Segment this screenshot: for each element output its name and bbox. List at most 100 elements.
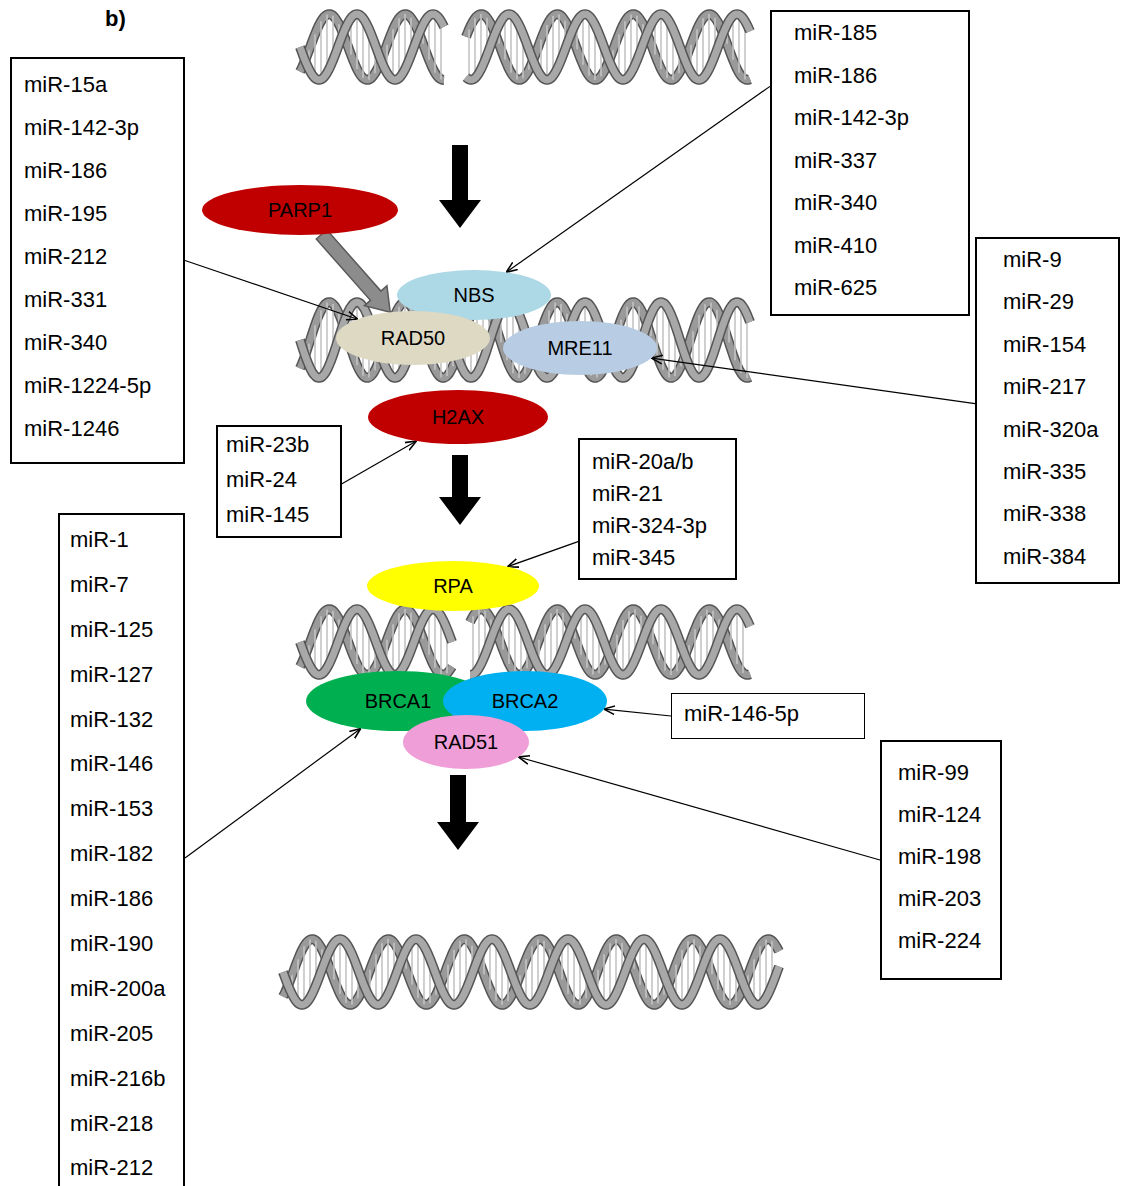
mirna-name: miR-1 — [70, 518, 129, 563]
dna-strand — [470, 609, 750, 675]
dna-base-pair — [736, 609, 738, 664]
mirna-name: miR-20a/b — [592, 446, 693, 478]
mirna-name: miR-145 — [226, 497, 309, 532]
dna-strand — [300, 14, 444, 80]
connectors — [185, 86, 975, 860]
mirna-name: miR-124 — [898, 794, 981, 836]
dna-base-pair — [434, 14, 436, 72]
ellipse-fill — [202, 185, 398, 235]
dna-base-pair — [746, 314, 748, 378]
mirna-name: miR-1246 — [24, 407, 119, 450]
protein-ellipse: MRE11 — [503, 321, 657, 375]
mirna-name: miR-153 — [70, 787, 153, 832]
mirna-name: miR-186 — [70, 877, 153, 922]
mirna-name: miR-146-5p — [684, 694, 799, 734]
ellipse-fill — [368, 390, 548, 444]
mirna-name: miR-410 — [794, 225, 877, 268]
mirna-list-box: miR-15amiR-142-3pmiR-186miR-195miR-212mi… — [10, 57, 185, 464]
mirna-name: miR-132 — [70, 698, 153, 743]
mirna-name: miR-338 — [1003, 493, 1086, 535]
mirna-list-box: miR-146-5p — [671, 693, 865, 739]
dna-strand — [470, 609, 750, 675]
dna-base-pair — [738, 14, 740, 72]
leader-arrow — [185, 261, 358, 320]
mirna-name: miR-190 — [70, 922, 153, 967]
mirna-name: miR-15a — [24, 63, 107, 106]
ellipse-fill — [367, 561, 539, 611]
mirna-name: miR-625 — [794, 267, 877, 310]
dna-base-pair — [586, 609, 588, 667]
dna-strand — [283, 939, 779, 1005]
dna-base-pair — [700, 616, 702, 674]
mirna-name: miR-320a — [1003, 409, 1098, 451]
dna-strand — [300, 14, 444, 80]
mirna-name: miR-331 — [24, 278, 107, 321]
dna-base-pair — [356, 609, 358, 664]
protein-ellipse: RPA — [367, 561, 539, 611]
flow-arrow — [437, 775, 479, 850]
protein-ellipse: RAD51 — [403, 715, 529, 769]
dna-base-pair — [510, 14, 512, 72]
mirna-name: miR-335 — [1003, 451, 1086, 493]
mirna-name: miR-217 — [1003, 366, 1086, 408]
mirna-name: miR-340 — [794, 182, 877, 225]
dna-base-pair — [645, 939, 647, 997]
dna-base-pair — [320, 21, 322, 79]
protein-name: MRE11 — [547, 336, 612, 360]
dna-base-pair — [303, 946, 305, 1004]
block-arrow — [316, 230, 390, 312]
protein-name: H2AX — [432, 405, 484, 429]
mirna-list-box: miR-185miR-186miR-142-3pmiR-337miR-340mi… — [770, 10, 970, 316]
dna-base-pair — [622, 620, 624, 675]
dna-strand — [300, 14, 444, 80]
mirna-name: miR-9 — [1003, 239, 1062, 281]
mirna-name: miR-99 — [898, 752, 969, 794]
dna-base-pair — [440, 21, 442, 80]
flow-arrow — [439, 145, 481, 228]
dna-base-pair — [624, 21, 626, 79]
dna-base-pair — [681, 950, 683, 1005]
leader-arrow — [518, 757, 880, 860]
dna-base-pair — [472, 616, 474, 674]
leader-arrow — [506, 86, 770, 272]
dna-strand — [300, 609, 452, 675]
dna-base-pair — [531, 946, 533, 1004]
mirna-name: miR-127 — [70, 653, 153, 698]
mirna-name: miR-195 — [24, 192, 107, 235]
mirna-name: miR-205 — [70, 1012, 153, 1057]
dna-strand — [283, 939, 779, 1005]
dna-base-pair — [698, 315, 700, 378]
protein-name: PARP1 — [268, 198, 332, 222]
flow-arrow — [439, 455, 481, 525]
mirna-name: miR-324-3p — [592, 510, 707, 542]
dna-base-pair — [696, 29, 698, 79]
dna-base-pair — [658, 609, 660, 659]
ellipse-fill — [403, 715, 529, 769]
dna-strand — [300, 14, 444, 80]
protein-name: BRCA2 — [492, 689, 559, 713]
mirna-name: miR-29 — [1003, 281, 1074, 323]
dna-strand — [283, 939, 779, 1005]
mirna-name: miR-23b — [226, 427, 309, 462]
mirna-name: miR-340 — [24, 321, 107, 364]
leader-arrow — [651, 358, 975, 404]
mirna-list-box: miR-23bmiR-24miR-145 — [216, 425, 342, 538]
dna-base-pair — [717, 939, 719, 989]
panel-label: b) — [105, 6, 126, 32]
mirna-name: miR-24 — [226, 462, 297, 497]
mirna-list-box: miR-1miR-7miR-125miR-127miR-132miR-146mi… — [58, 513, 185, 1186]
protein-ellipse: RAD50 — [336, 311, 490, 365]
mirna-name: miR-186 — [794, 55, 877, 98]
mirna-name: miR-212 — [70, 1146, 153, 1186]
dna-base-pair — [434, 609, 436, 667]
dna-base-pair — [320, 310, 322, 377]
dna-base-pair — [392, 29, 394, 79]
dna-base-pair — [339, 939, 341, 994]
dna-strand — [283, 939, 779, 1005]
dna-strand — [300, 609, 452, 675]
mirna-list-box: miR-9miR-29miR-154miR-217miR-320amiR-335… — [975, 237, 1120, 584]
protein-name: BRCA1 — [365, 689, 432, 713]
protein-name: RAD51 — [434, 730, 498, 754]
dna-base-pair — [660, 14, 662, 69]
protein-name: NBS — [453, 283, 494, 307]
